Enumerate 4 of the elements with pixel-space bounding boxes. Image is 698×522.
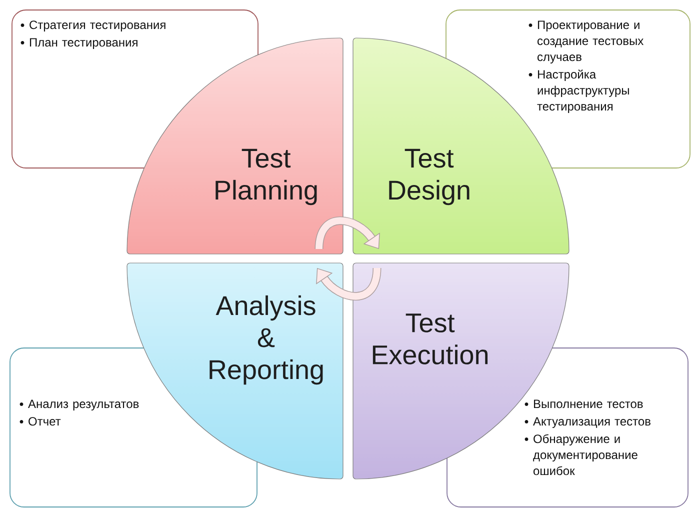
list-item: Отчет [28,417,61,426]
curved-arrow [314,216,380,250]
curved-arrow [316,268,382,300]
list-item: Стратегия тестирования [30,20,166,32]
